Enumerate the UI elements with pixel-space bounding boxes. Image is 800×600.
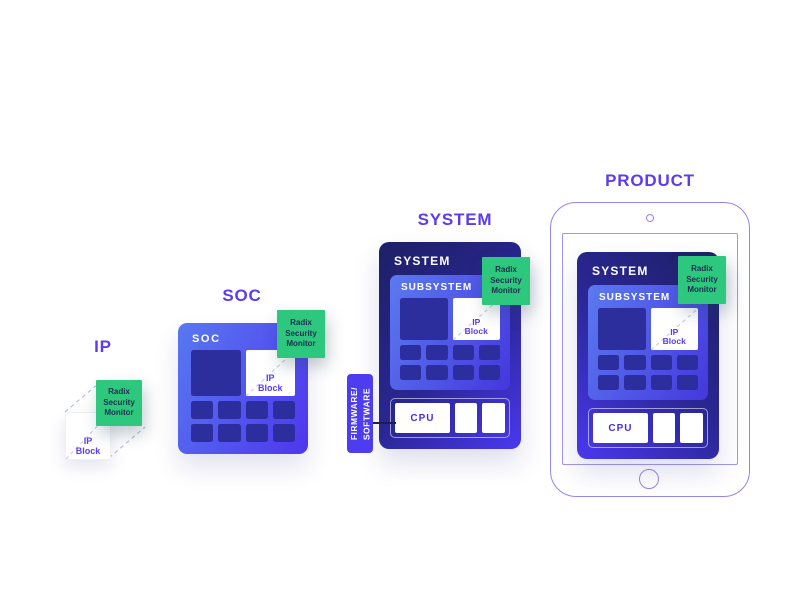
grid-cell — [191, 401, 214, 419]
grid-cell — [245, 424, 268, 442]
ip-block-label: IP Block — [257, 372, 283, 393]
cpu-row: CPU — [390, 398, 510, 438]
grid-cell-large — [191, 350, 241, 396]
grid-cell — [218, 424, 241, 442]
cpu-slot — [680, 413, 703, 443]
system-box-label: SYSTEM — [394, 254, 451, 268]
ip-block-label: IP Block — [75, 435, 101, 456]
grid-cell — [650, 355, 672, 370]
cpu-slot — [652, 413, 676, 443]
grid-cell — [426, 365, 448, 380]
cpu-label: CPU — [608, 422, 633, 434]
soc-box-label: SOC — [192, 333, 221, 345]
grid-cell-large — [598, 308, 646, 350]
grid-cell — [272, 401, 295, 419]
radix-badge-label: Radix Security Monitor — [285, 317, 317, 349]
stage-title-system: SYSTEM — [417, 210, 493, 229]
cpu-label: CPU — [410, 412, 435, 424]
radix-badge-label: Radix Security Monitor — [686, 263, 718, 295]
dashed-fold-lines-icon — [64, 383, 146, 459]
radix-security-monitor-badge: Radix Security Monitor — [96, 380, 142, 426]
stage-title-ip: IP — [94, 337, 112, 356]
grid-cell — [400, 365, 422, 380]
grid-cell — [478, 365, 500, 380]
system-box: SYSTEM SUBSYSTEM IP Block — [379, 242, 521, 449]
cpu-row: CPU — [588, 408, 708, 448]
grid-cell — [676, 355, 698, 370]
ip-block-label: IP Block — [662, 326, 686, 347]
grid-cell — [598, 375, 620, 390]
firmware-connector-line — [370, 422, 396, 424]
ip-block-cell: IP Block — [650, 308, 698, 350]
grid-cell — [650, 375, 672, 390]
grid-cell — [426, 345, 448, 360]
system-box: SYSTEM SUBSYSTEM IP Block — [577, 252, 719, 459]
grid-cell — [245, 401, 268, 419]
grid-cell — [598, 355, 620, 370]
radix-security-monitor-badge: Radix Security Monitor — [482, 257, 530, 305]
stage-title-soc: SOC — [222, 286, 262, 305]
tablet-screen — [562, 233, 738, 465]
grid-cell — [272, 424, 295, 442]
grid-cell — [624, 355, 646, 370]
subsystem-label: SUBSYSTEM — [599, 292, 671, 303]
subsystem-box: SUBSYSTEM IP Block — [588, 285, 708, 400]
subsystem-label: SUBSYSTEM — [401, 282, 473, 293]
camera-icon — [646, 214, 654, 222]
grid-cell — [478, 345, 500, 360]
ip-block-label: IP Block — [464, 316, 488, 337]
grid-cell — [400, 345, 422, 360]
subsystem-grid: IP Block — [400, 298, 500, 380]
cpu-slot — [482, 403, 505, 433]
radix-security-monitor-badge: Radix Security Monitor — [678, 256, 726, 304]
grid-cell-large — [400, 298, 448, 340]
firmware-software-badge: FIRMWARE/ SOFTWARE — [347, 374, 373, 453]
grid-cell — [218, 401, 241, 419]
home-button-icon — [639, 469, 659, 489]
grid-cell — [624, 375, 646, 390]
system-box-label: SYSTEM — [592, 264, 649, 278]
grid-cell — [676, 375, 698, 390]
cpu-box: CPU — [395, 403, 450, 433]
grid-cell — [452, 365, 474, 380]
radix-security-monitor-badge: Radix Security Monitor — [277, 310, 325, 358]
cpu-slot — [454, 403, 478, 433]
radix-badge-label: Radix Security Monitor — [103, 386, 135, 418]
cpu-box: CPU — [593, 413, 648, 443]
radix-badge-label: Radix Security Monitor — [490, 264, 522, 296]
ip-block-cell: IP Block — [452, 298, 500, 340]
grid-cell — [452, 345, 474, 360]
grid-cell — [191, 424, 214, 442]
subsystem-grid: IP Block — [598, 308, 698, 390]
firmware-software-label: FIRMWARE/ SOFTWARE — [348, 386, 371, 441]
stage-title-product: PRODUCT — [605, 171, 695, 190]
